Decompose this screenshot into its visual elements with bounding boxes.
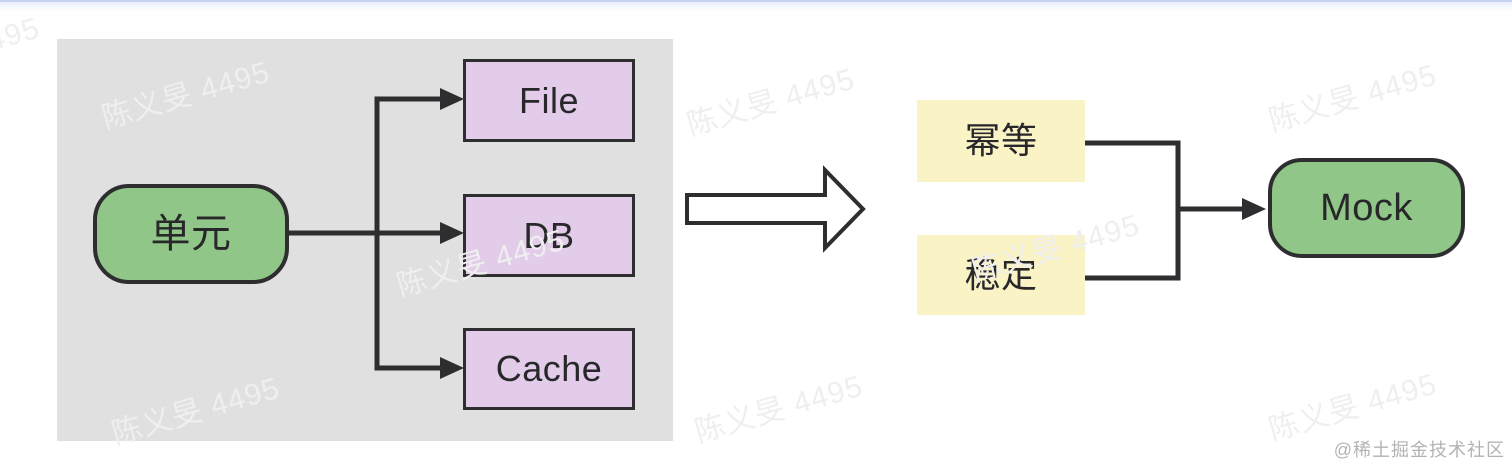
node-db: DB (463, 194, 635, 277)
arrowhead-mock (1242, 198, 1266, 220)
watermark: 陈义旻 4495 (1265, 58, 1441, 139)
node-idempotent: 幂等 (917, 100, 1085, 182)
watermark: 陈义旻 4495 (0, 11, 44, 91)
community-credit: @稀土掘金技术社区 (1333, 440, 1505, 460)
top-edge-line (0, 0, 1512, 2)
top-edge-fade (0, 2, 1512, 11)
node-cache: Cache (463, 328, 635, 410)
watermark: 陈义旻 4495 (691, 369, 867, 450)
node-stable: 稳定 (917, 235, 1085, 315)
big-right-arrow (685, 165, 866, 253)
node-unit: 单元 (93, 184, 289, 284)
watermark: 陈义旻 4495 (683, 62, 859, 143)
connector-conditions-merge (1082, 140, 1245, 281)
node-file: File (463, 59, 635, 142)
node-mock: Mock (1268, 158, 1465, 258)
